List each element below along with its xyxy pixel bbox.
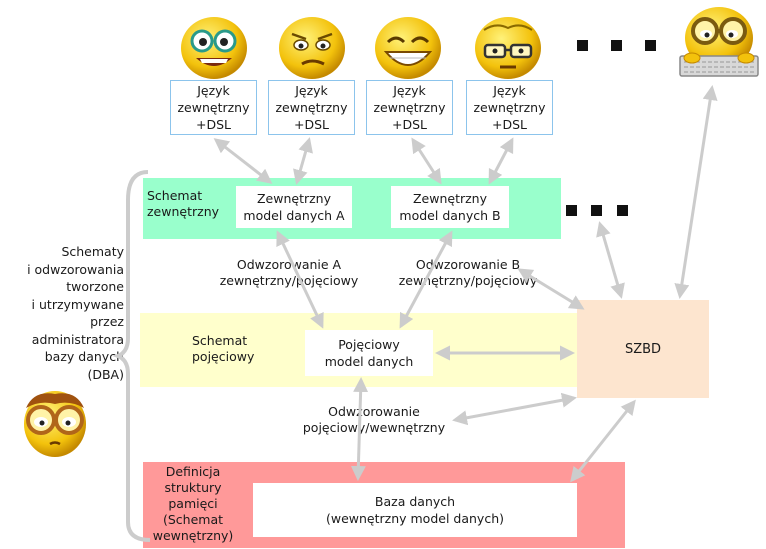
language-box-4: Język zewnętrzny +DSL [466, 80, 553, 135]
arrow-model-b-conceptual [399, 230, 453, 329]
more-users-dot-2 [611, 40, 622, 51]
smiley-grin-icon [375, 17, 441, 79]
smiley-laptop-icon [679, 7, 759, 77]
arrow-lang3-model-b [411, 137, 442, 185]
dba-note: Schematy i odwzorowania tworzone i utrzy… [27, 244, 124, 382]
smiley-nerd-icon [475, 17, 541, 79]
smiley-confused-icon [279, 17, 345, 79]
external-model-a-box: Zewnętrzny model danych A [236, 186, 352, 228]
arrow-model-b-dbms [517, 268, 585, 310]
arrow-laptop-dbms [674, 85, 718, 299]
more-models-dot-2 [591, 205, 602, 216]
external-schema-title: Schemat zewnętrzny [147, 188, 220, 219]
dba-brace [112, 170, 151, 542]
more-users-dot-3 [645, 40, 656, 51]
arrow-more-models-dbms [596, 221, 625, 299]
more-models-dot-3 [617, 205, 628, 216]
arrow-dbms-mapping-internal [452, 392, 577, 426]
language-box-2: Język zewnętrzny +DSL [268, 80, 355, 135]
arrow-dbms-database [570, 399, 636, 483]
conceptual-model-box: Pojęciowy model danych [305, 330, 433, 376]
arrow-lang2-model-a [293, 137, 313, 185]
smiley-dba-icon [24, 391, 86, 457]
conceptual-schema-title: Schemat pojęciowy [192, 333, 255, 364]
smiley-glasses-icon [181, 17, 247, 79]
dbms-box: SZBD [577, 300, 709, 398]
language-box-1: Język zewnętrzny +DSL [170, 80, 257, 135]
database-box: Baza danych (wewnętrzny model danych) [253, 483, 577, 537]
internal-schema-title: Definicja struktury pamięci (Schemat wew… [152, 464, 234, 543]
arrow-lang1-model-a [213, 138, 273, 184]
arrow-lang4-model-b [488, 137, 514, 185]
arrow-model-a-conceptual [276, 230, 324, 329]
dbms-label: SZBD [624, 341, 662, 357]
more-users-dot-1 [577, 40, 588, 51]
arrow-conceptual-database [350, 377, 369, 481]
more-models-dot-1 [566, 205, 577, 216]
external-model-b-box: Zewnętrzny model danych B [391, 186, 509, 228]
language-box-3: Język zewnętrzny +DSL [366, 80, 453, 135]
